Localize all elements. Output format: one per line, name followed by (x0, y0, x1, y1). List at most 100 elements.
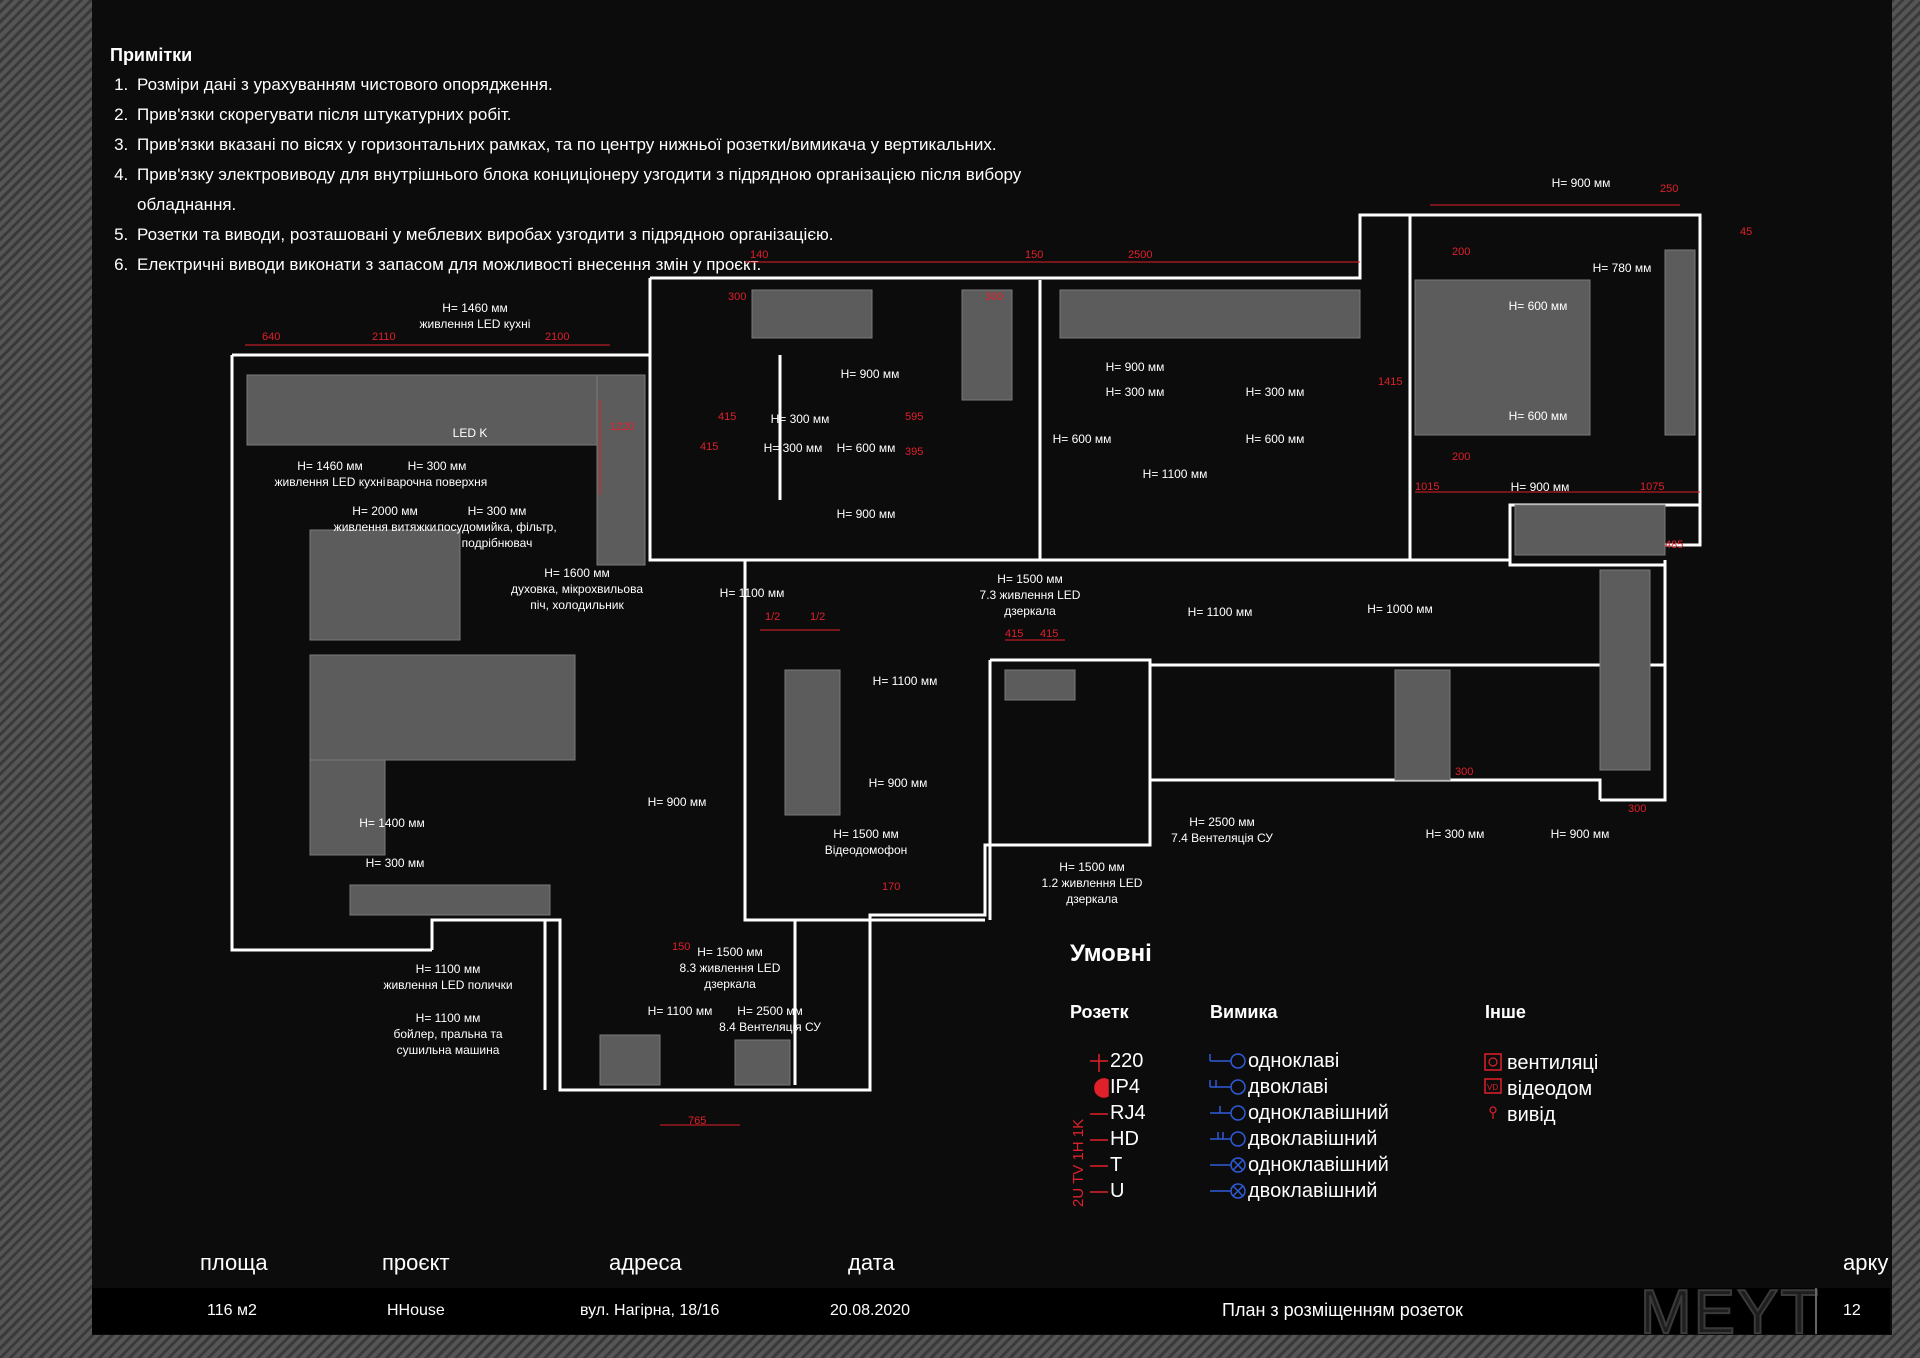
plan-label-line: дзеркала (704, 977, 756, 991)
legend-switch-symbols (1209, 1053, 1246, 1199)
outlet-icon (1489, 1106, 1497, 1114)
plan-label: H= 600 мм (1509, 409, 1568, 423)
plan-label: H= 1100 мм (1143, 467, 1208, 481)
plan-label-line: H= 2500 мм (1189, 815, 1255, 829)
dim-text: 200 (1452, 246, 1470, 258)
note-item: Прив'язки вказані по вісях у горизонталь… (133, 130, 1030, 160)
project-label: проєкт (382, 1250, 450, 1275)
plan-label: H= 300 мм (1246, 385, 1305, 399)
plan-label-line: подрібнювач (462, 536, 533, 550)
plan-label-line: LED K (453, 426, 488, 440)
plan-label-line: 7.4 Вентеляція СУ (1171, 831, 1273, 845)
plan-label: H= 900 мм (648, 795, 707, 809)
area-label: площа (200, 1250, 268, 1275)
date-value: 20.08.2020 (830, 1302, 911, 1319)
plan-label-line: H= 300 мм (408, 459, 467, 473)
legend-switch-5: одноклавішний (1248, 1154, 1389, 1176)
legend-switch-4: двоклавішний (1248, 1128, 1378, 1150)
plan-label: H= 1000 мм (1367, 602, 1433, 616)
dim-text: 140 (750, 249, 768, 261)
plan-label-line: живлення LED полички (383, 978, 512, 992)
dim-text: 150 (672, 941, 690, 953)
dim-text: 300 (1455, 766, 1473, 778)
plan-label: H= 600 мм (837, 441, 896, 455)
sheet-label: арку (1843, 1250, 1889, 1275)
plan-label-line: H= 300 мм (468, 504, 527, 518)
note-item: Розміри дані з урахуванням чистового опо… (133, 70, 1030, 100)
plan-label-line: H= 900 мм (648, 795, 707, 809)
sheet-title: План з розміщенням розеток (1222, 1300, 1463, 1320)
dim-text: 2500 (1128, 249, 1152, 261)
legend-socket-u: U (1110, 1180, 1125, 1202)
ventilation-icon (1484, 1053, 1502, 1071)
plan-label-line: H= 1500 мм (1059, 860, 1125, 874)
address-value: вул. Нагірна, 18/16 (580, 1302, 720, 1319)
dim-text: 415 (1040, 628, 1058, 640)
plan-label-line: H= 1100 мм (873, 674, 938, 688)
plan-label-line: живлення LED кухні (275, 475, 386, 489)
plan-label: H= 300 мм (771, 412, 830, 426)
notes-list: Розміри дані з урахуванням чистового опо… (110, 70, 1030, 280)
dim-text: 395 (905, 446, 923, 458)
plan-label: H= 900 мм (1511, 480, 1570, 494)
plan-label-line: H= 1100 мм (1188, 605, 1253, 619)
plan-label-line: H= 780 мм (1593, 261, 1652, 275)
plan-label-line: дзеркала (1066, 892, 1118, 906)
dim-text: 200 (1452, 451, 1470, 463)
plan-label-line: H= 900 мм (841, 367, 900, 381)
legend-socket-220: 220 (1110, 1050, 1144, 1072)
legend-switches-heading: Вимика (1210, 1002, 1278, 1022)
legend: Умовні Розетк Вимика Інше 2U TV 1H 1K 22… (1070, 940, 1670, 1210)
plan-label-line: духовка, мікрохвильова (511, 582, 643, 596)
plan-label-line: H= 300 мм (366, 856, 425, 870)
plan-label-line: H= 1100 мм (1143, 467, 1208, 481)
plan-label: H= 900 мм (841, 367, 900, 381)
legend-sockets-heading: Розетк (1070, 1002, 1129, 1022)
plan-label-line: 8.3 живлення LED (680, 961, 781, 975)
dim-text: 2100 (545, 331, 569, 343)
legend-other-heading: Інше (1485, 1002, 1526, 1022)
plan-label-line: H= 900 мм (1106, 360, 1165, 374)
plan-label-line: 8.4 Вентеляція СУ (719, 1020, 821, 1034)
plan-label-line: H= 600 мм (1053, 432, 1112, 446)
dim-text: 595 (905, 411, 923, 423)
dim-text: 765 (688, 1115, 706, 1127)
plan-label-line: сушильна машина (397, 1043, 500, 1057)
plan-label-line: дзеркала (1004, 604, 1056, 618)
plan-label: H= 600 мм (1509, 299, 1568, 313)
plan-label: H= 1400 мм (359, 816, 425, 830)
legend-socket-marks: 2U TV 1H 1K (1070, 1118, 1087, 1207)
plan-label: H= 1100 мм (720, 586, 785, 600)
legend-other-symbols: VD (1484, 1053, 1502, 1119)
dim-text: 1415 (1378, 376, 1402, 388)
legend-title: Умовні (1070, 940, 1152, 967)
plan-label-line: бойлер, пральна та (393, 1027, 502, 1041)
plan-label-line: Відеодомофон (825, 843, 908, 857)
plan-label: H= 300 мм (1426, 827, 1485, 841)
dim-text: 1/2 (810, 611, 825, 623)
date-label: дата (848, 1250, 895, 1275)
plan-label-line: H= 900 мм (1511, 480, 1570, 494)
videophone-mark: VD (1487, 1083, 1498, 1092)
plan-label: H= 1500 мм 1.2 живлення LED дзеркала (1042, 860, 1143, 906)
note-item: Прив'язки скорегувати після штукатурних … (133, 100, 1030, 130)
plan-label: H= 900 мм (1552, 176, 1611, 190)
dim-text: 640 (262, 331, 280, 343)
notes-block: Примітки Розміри дані з урахуванням чист… (110, 40, 1030, 280)
plan-label-line: 1.2 живлення LED (1042, 876, 1143, 890)
legend-switch-3: одноклавішний (1248, 1102, 1389, 1124)
plan-label-line: H= 300 мм (1426, 827, 1485, 841)
plan-label-line: H= 1500 мм (997, 572, 1063, 586)
dim-text: 170 (882, 881, 900, 893)
plan-label-line: H= 600 мм (1509, 409, 1568, 423)
plan-label: H= 2500 мм 7.4 Вентеляція СУ (1171, 815, 1273, 845)
plan-label-line: H= 2000 мм (352, 504, 418, 518)
